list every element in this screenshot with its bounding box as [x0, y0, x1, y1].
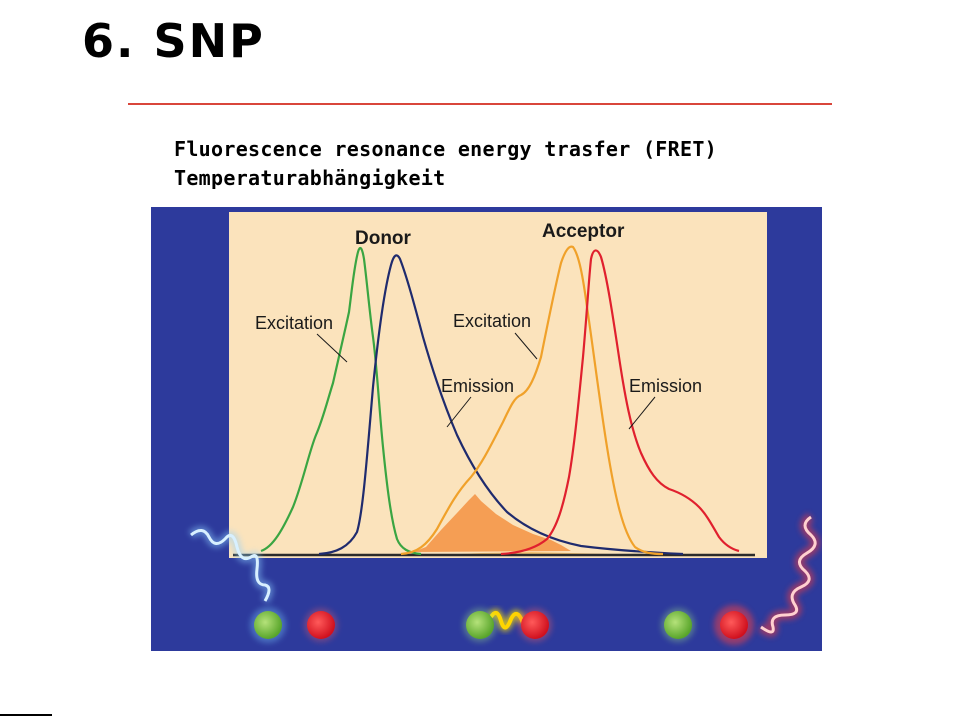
acceptor-excitation-label: Excitation — [453, 311, 531, 331]
subtitle-temperature: Temperaturabhängigkeit — [174, 166, 446, 190]
corner-line — [0, 714, 52, 716]
donor-excitation-curve — [260, 246, 422, 556]
spectral-overlap-area — [413, 494, 571, 552]
donor-emission-curve — [318, 254, 684, 556]
acceptor-emission-label: Emission — [629, 376, 702, 396]
donor-excitation-leader — [316, 333, 348, 363]
emitted-light-wave — [758, 512, 821, 637]
donor-dot-middle — [463, 608, 497, 642]
fret-spectra-figure: Donor Acceptor Excitation Emission Excit… — [151, 207, 822, 651]
donor-dot-right — [661, 608, 695, 642]
donor-dot-left — [250, 607, 286, 643]
donor-excitation-label: Excitation — [255, 313, 333, 333]
donor-emission-leader — [446, 396, 472, 428]
acceptor-dot-right — [714, 605, 754, 645]
subtitle-fret: Fluorescence resonance energy trasfer (F… — [174, 137, 718, 161]
energy-transfer-spark-icon — [487, 608, 527, 632]
donor-label: Donor — [355, 228, 412, 249]
acceptor-dot-middle — [518, 608, 552, 642]
slide-title: 6. SNP — [82, 14, 265, 68]
acceptor-excitation-curve — [400, 245, 664, 556]
excitation-light-wave — [188, 526, 274, 604]
acceptor-emission-curve — [500, 249, 740, 556]
acceptor-label: Acceptor — [542, 221, 625, 242]
acceptor-excitation-leader — [514, 332, 538, 360]
donor-emission-label: Emission — [441, 376, 514, 396]
acceptor-emission-leader — [628, 396, 656, 430]
title-underline — [128, 103, 832, 105]
acceptor-dot-left — [304, 608, 338, 642]
